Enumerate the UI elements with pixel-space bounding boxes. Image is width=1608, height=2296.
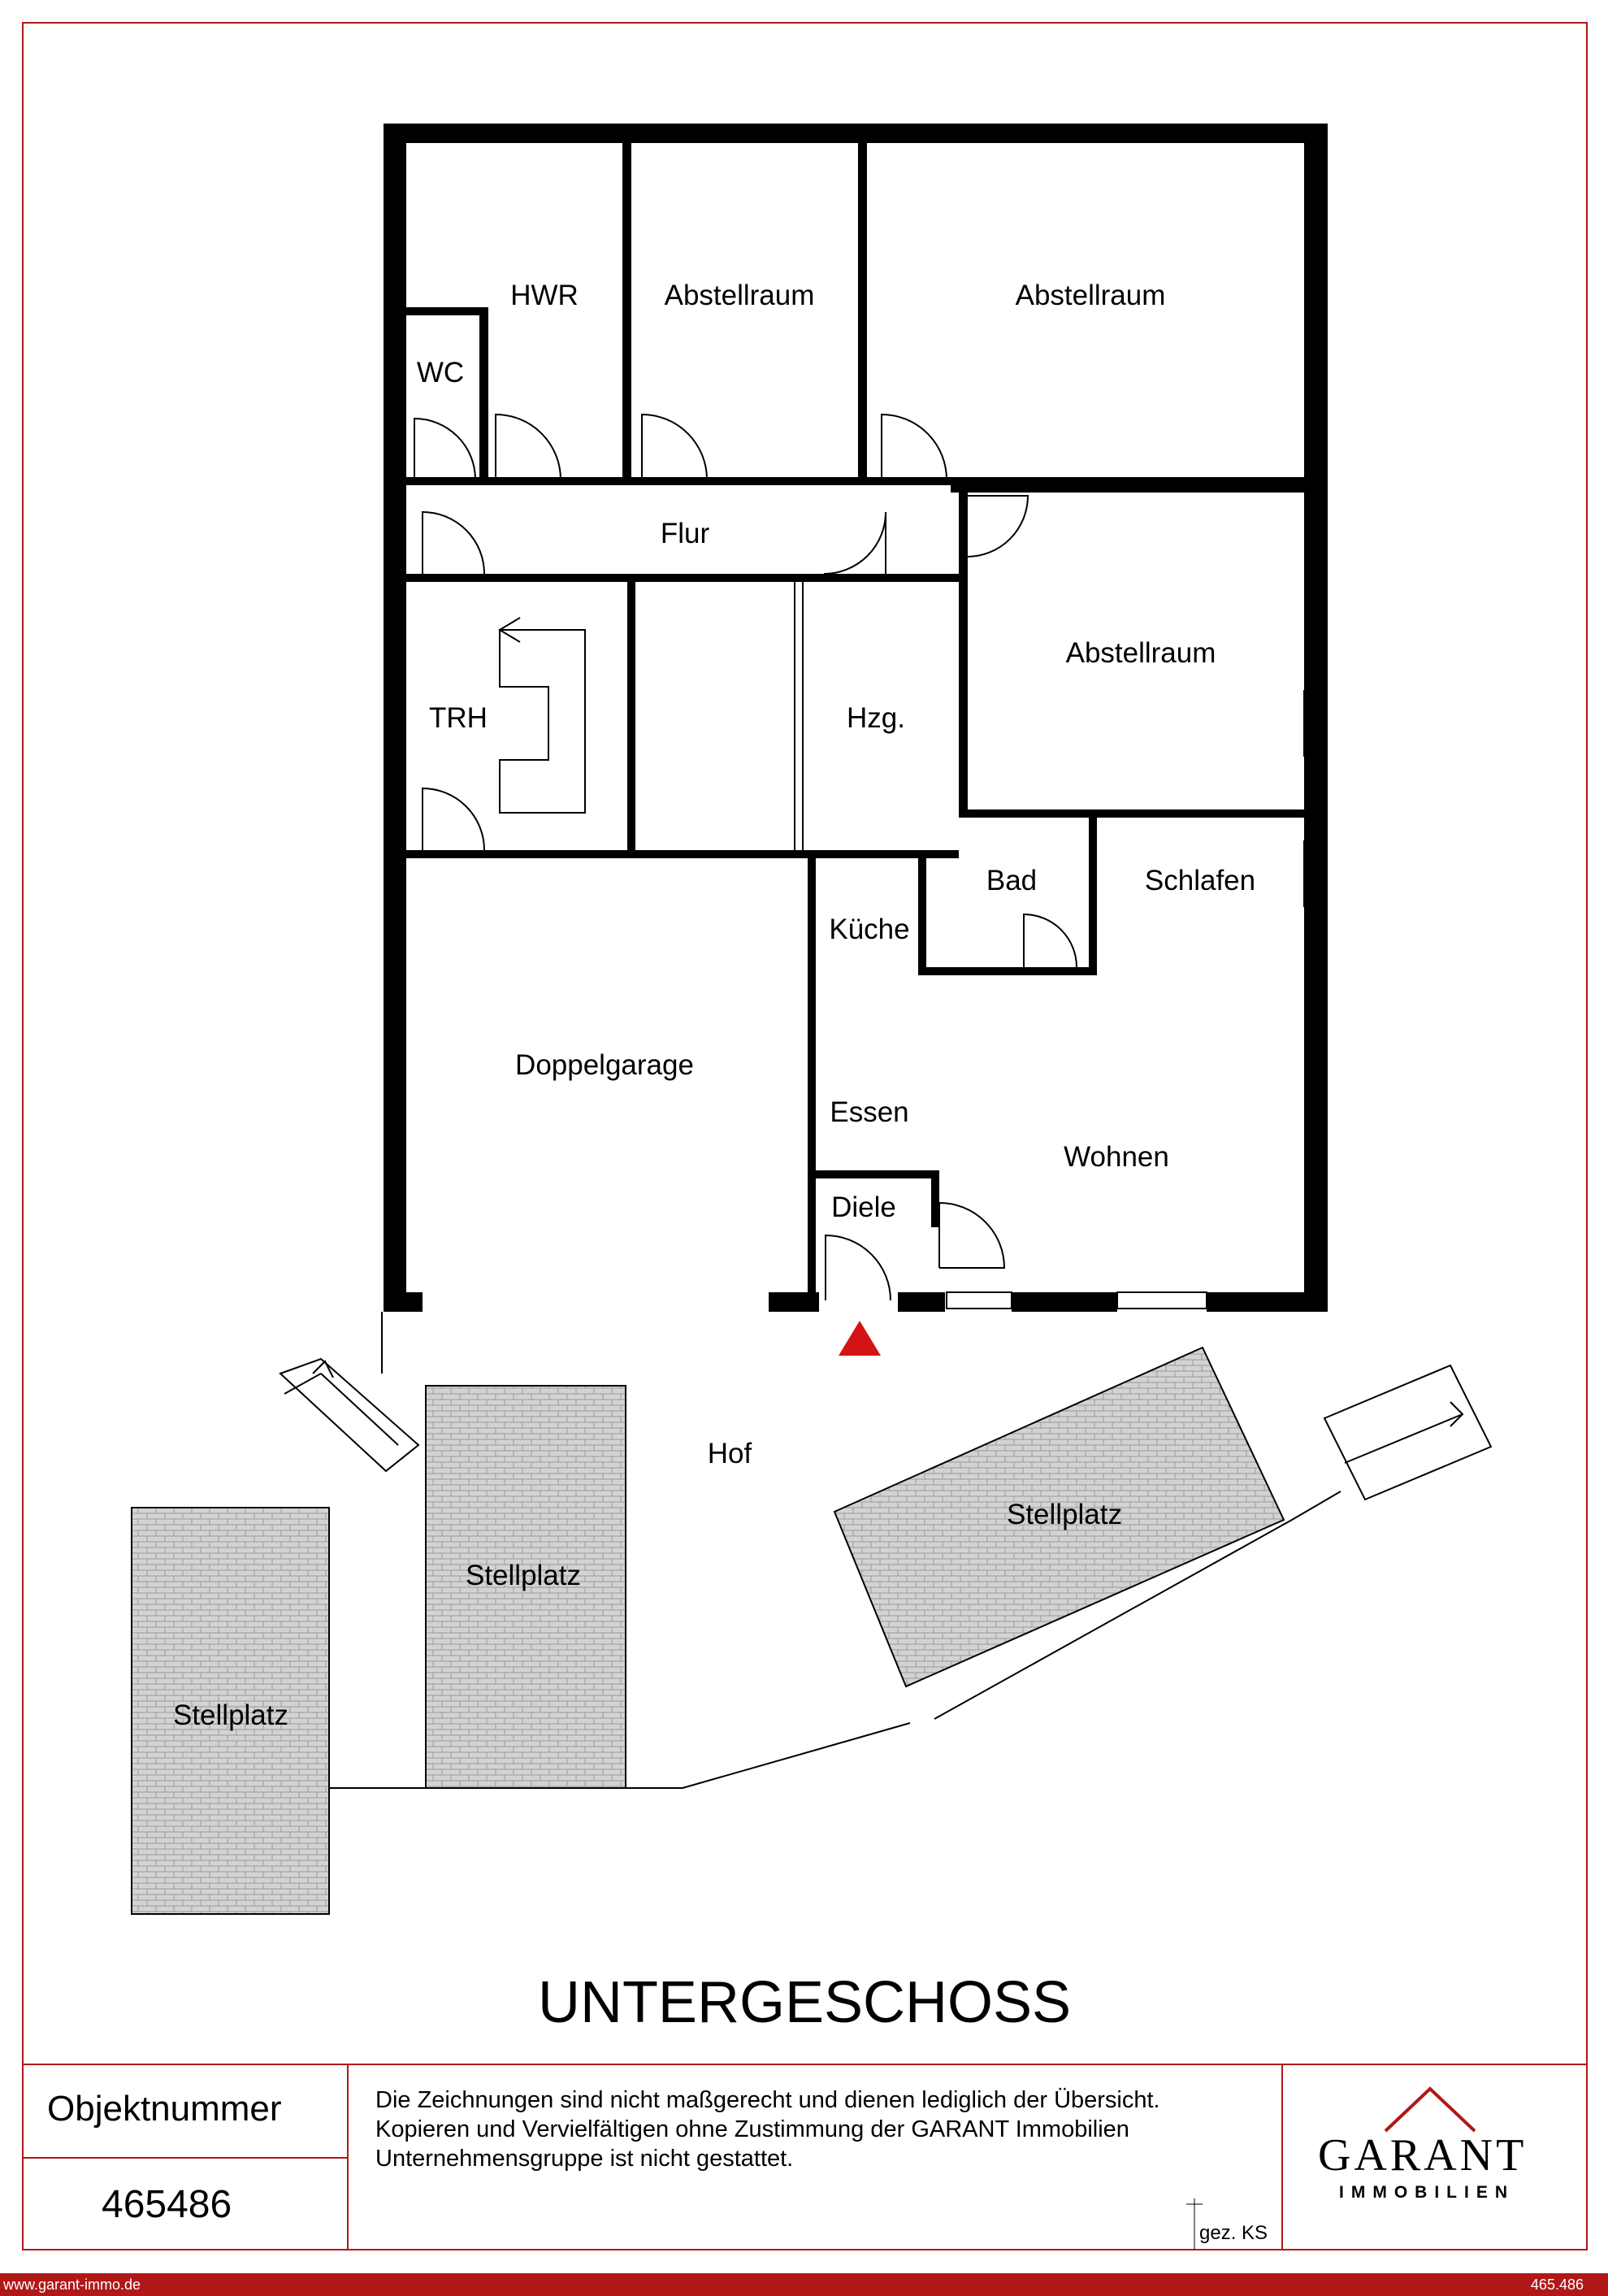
area-label-stellplatz-1: Stellplatz (1007, 1499, 1122, 1530)
logo-roof-icon (1384, 2086, 1476, 2133)
room-label-wc: WC (417, 357, 464, 388)
object-number-label: Objektnummer (47, 2089, 282, 2129)
parking-pads (131, 1346, 1285, 1915)
entrance-marker (839, 1321, 881, 1356)
room-label-trh: TRH (429, 702, 488, 734)
object-number-value: 465486 (102, 2183, 232, 2226)
footer-bar: www.garant-immo.de 465.486 (0, 2273, 1608, 2296)
area-label-hof: Hof (708, 1438, 752, 1469)
area-label-stellplatz-2: Stellplatz (466, 1560, 581, 1591)
room-label-essen: Essen (830, 1096, 908, 1128)
doors (414, 413, 1077, 1301)
area-label-stellplatz-3: Stellplatz (173, 1699, 288, 1731)
room-label-hwr: HWR (510, 280, 579, 311)
room-label-abstellraum-1: Abstellraum (665, 280, 815, 311)
floor-title: UNTERGESCHOSS (538, 1970, 1071, 2035)
signature-text: gez. KS (1199, 2222, 1268, 2244)
room-label-bad: Bad (986, 865, 1037, 896)
disclaimer-line-3: Unternehmensgruppe ist nicht gestattet. (375, 2146, 794, 2172)
footer-reference: 465.486 (1530, 2276, 1584, 2293)
stair (498, 617, 586, 814)
title-block (22, 2064, 1588, 2250)
room-label-schlafen: Schlafen (1145, 865, 1255, 896)
signature-box (1186, 2198, 1203, 2250)
thin-walls (794, 582, 804, 850)
walls (384, 124, 1328, 1312)
room-label-flur: Flur (661, 518, 710, 549)
room-label-kueche: Küche (829, 914, 909, 945)
room-label-abstellraum-2: Abstellraum (1016, 280, 1166, 311)
footer-website-link[interactable]: www.garant-immo.de (3, 2276, 141, 2293)
room-label-diele: Diele (831, 1191, 896, 1223)
logo-subtitle: IMMOBILIEN (1339, 2183, 1515, 2202)
room-label-doppelgarage: Doppelgarage (515, 1049, 694, 1081)
room-label-abstellraum-3: Abstellraum (1066, 637, 1216, 669)
logo-name: GARANT (1318, 2130, 1528, 2181)
ramps (279, 1357, 1493, 1501)
room-label-hzg: Hzg. (847, 702, 905, 734)
room-label-wohnen: Wohnen (1064, 1141, 1169, 1173)
page-frame (22, 22, 1588, 2250)
disclaimer-line-2: Kopieren und Vervielfältigen ohne Zustim… (375, 2116, 1129, 2142)
disclaimer-line-1: Die Zeichnungen sind nicht maßgerecht un… (375, 2087, 1160, 2113)
